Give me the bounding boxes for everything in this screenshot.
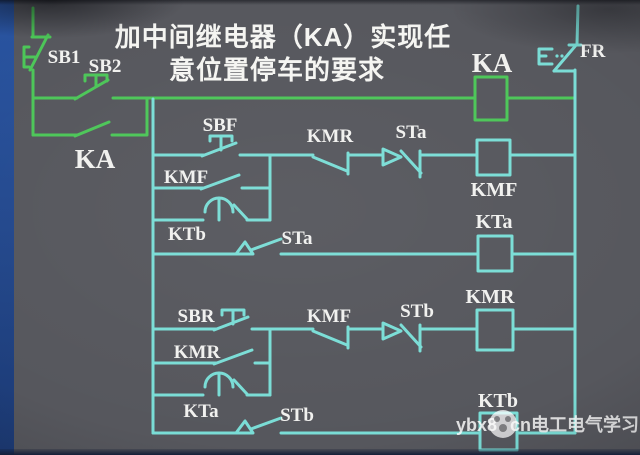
contact-arm xyxy=(73,78,110,101)
sta-nc-limit-switch xyxy=(381,147,423,179)
kta-delay-label: KTa xyxy=(183,401,219,422)
contact-arm xyxy=(28,33,50,72)
contact-arm xyxy=(311,155,349,173)
watermark-logo-detail xyxy=(494,416,500,422)
kmf-hold-label: KMF xyxy=(164,167,208,188)
stb-nc-limit-switch xyxy=(381,321,423,353)
ka-coil-label: KA xyxy=(472,48,513,78)
sbr-label: SBR xyxy=(178,306,215,327)
watermark-logo-detail xyxy=(499,424,507,432)
kmf-rung xyxy=(151,134,577,179)
sb1-label: SB1 xyxy=(48,47,81,68)
contact-arm xyxy=(200,141,238,158)
kmr-hold-label: KMR xyxy=(174,342,221,363)
ktb-coil-label: KTb xyxy=(478,390,518,412)
contact-arm xyxy=(311,329,349,347)
sta-no-label: STa xyxy=(282,228,313,249)
ktb-delay-close-contact xyxy=(151,196,272,222)
contact-arm xyxy=(249,237,283,252)
stb-no-label: STb xyxy=(280,405,314,426)
watermark: ybx8 cn电工电气学习 xyxy=(456,410,639,438)
kmf-coil-label: KMF xyxy=(471,179,518,201)
kmr-coil-box xyxy=(475,308,515,352)
actuator xyxy=(220,308,246,326)
sta-no-limit-switch xyxy=(234,237,283,256)
contact-arm xyxy=(249,416,283,431)
kmr-coil-label: KMR xyxy=(466,286,515,308)
branch-wire-return xyxy=(110,96,149,137)
ka-contact-label: KA xyxy=(75,144,116,174)
limit-triangle xyxy=(381,147,403,167)
sb1-nc-pushbutton xyxy=(22,33,52,72)
ka-no-contact xyxy=(31,96,149,138)
kmr-nc-interlock-contact xyxy=(311,151,350,176)
kmr-nc-label: KMR xyxy=(307,126,354,147)
sbf-label: SBF xyxy=(203,115,238,136)
link-dot xyxy=(560,54,564,58)
kmf-coil-box xyxy=(475,138,512,177)
ktb-delay-label: KTb xyxy=(168,224,206,245)
ka-coil xyxy=(473,75,509,122)
stb-no-limit-switch xyxy=(234,416,283,435)
stb-nc-label: STb xyxy=(400,301,434,322)
fr-label: FR xyxy=(580,41,606,62)
sb2-label: SB2 xyxy=(89,56,122,77)
kta-coil-label: KTa xyxy=(475,211,512,233)
slide-title-line1: 加中间继电器（KA）实现任 xyxy=(115,22,452,52)
limit-triangle xyxy=(381,321,403,341)
kmf-nc-interlock-contact xyxy=(311,325,350,350)
bottom-shadow xyxy=(0,449,640,455)
link-dot xyxy=(555,54,559,58)
contact-arm xyxy=(232,378,249,396)
sbf-no-pushbutton xyxy=(200,134,238,158)
fr-thermal-nc-contact xyxy=(537,4,583,73)
slide-title-line2: 意位置停车的要求 xyxy=(169,55,385,85)
kta-coil-box xyxy=(476,234,514,273)
kta-rung xyxy=(151,234,577,273)
contact-arm xyxy=(73,120,111,138)
sb2-no-pushbutton xyxy=(73,73,110,101)
watermark-suffix: cn电工电气学习 xyxy=(510,414,639,435)
actuator xyxy=(208,134,234,152)
limit-triangle xyxy=(234,240,255,256)
kta-delay-close-contact xyxy=(151,371,272,397)
sbr-no-pushbutton xyxy=(212,308,250,332)
sta-nc-label: STa xyxy=(396,122,427,143)
kmf-nc-label: KMF xyxy=(307,306,351,327)
contact-arm xyxy=(232,203,249,221)
contact-arm xyxy=(399,323,423,349)
coil-box xyxy=(473,75,509,122)
limit-triangle xyxy=(234,419,255,435)
contact-arm xyxy=(212,315,250,332)
top-wire xyxy=(575,4,580,46)
contact-arm xyxy=(399,149,423,175)
heater-element xyxy=(537,47,554,66)
